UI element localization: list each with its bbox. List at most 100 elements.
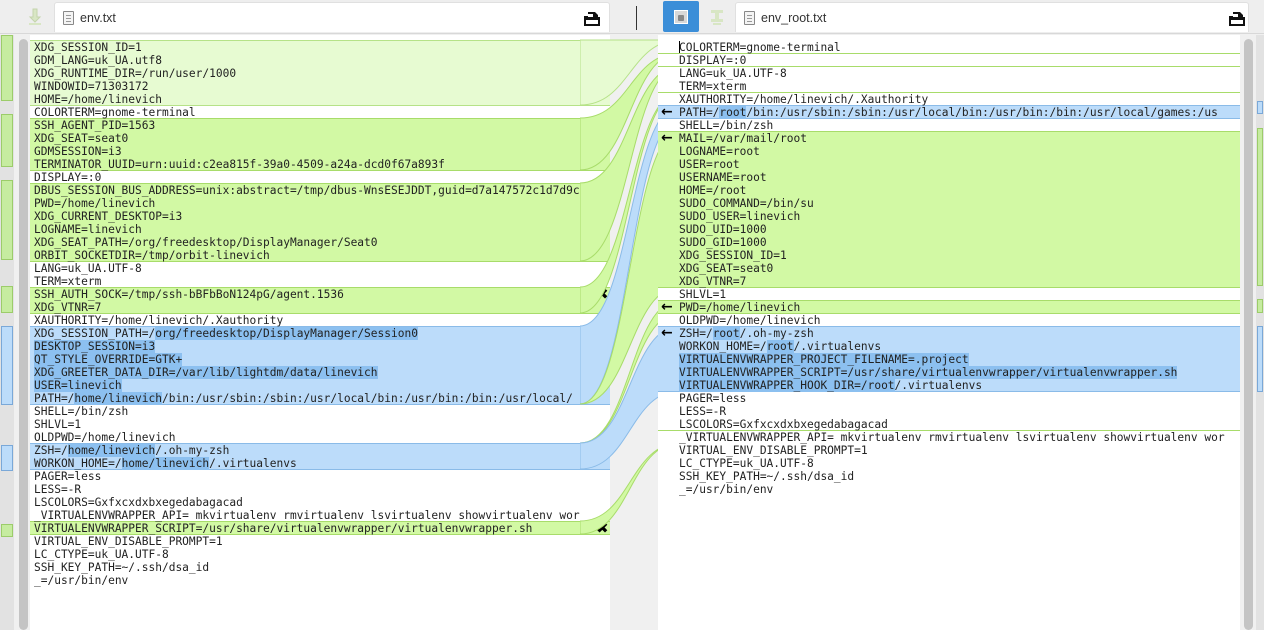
copy-left-arrow-icon[interactable]: ← (661, 299, 673, 315)
left-line[interactable]: DBUS_SESSION_BUS_ADDRESS=unix:abstract=/… (34, 184, 580, 197)
right-line[interactable]: PAGER=less (679, 392, 747, 405)
right-line[interactable]: SHELL=/bin/zsh (679, 119, 774, 132)
right-line[interactable]: COLORTERM=gnome-terminal (679, 41, 841, 54)
left-line[interactable]: LOGNAME=linevich (34, 223, 142, 236)
right-line[interactable]: WORKON_HOME=/root/.virtualenvs (679, 340, 882, 353)
left-line[interactable]: _=/usr/bin/env (34, 574, 129, 587)
left-line[interactable]: XDG_SEAT_PATH=/org/freedesktop/DisplayMa… (34, 236, 378, 249)
left-line[interactable]: PAGER=less (34, 470, 102, 483)
save-right-icon[interactable] (1228, 11, 1246, 27)
right-line[interactable]: _VIRTUALENVWRAPPER_API= mkvirtualenv rmv… (679, 431, 1225, 444)
right-line[interactable]: SUDO_UID=1000 (679, 223, 767, 236)
left-diff-chunk[interactable] (30, 118, 610, 171)
left-line[interactable]: XDG_SESSION_ID=1 (34, 41, 142, 54)
left-diff-chunk[interactable] (30, 183, 610, 262)
right-line[interactable]: VIRTUAL_ENV_DISABLE_PROMPT=1 (679, 444, 868, 457)
left-line[interactable]: SSH_KEY_PATH=~/.ssh/dsa_id (34, 561, 210, 574)
right-line[interactable]: HOME=/root (679, 184, 747, 197)
copy-left-arrow-icon[interactable]: ← (661, 130, 673, 146)
right-line[interactable]: USER=root (679, 158, 740, 171)
overview-chunk-marker[interactable] (1257, 325, 1263, 392)
right-line[interactable]: VIRTUALENVWRAPPER_HOOK_DIR=/root/.virtua… (679, 379, 983, 392)
left-line[interactable]: GDM_LANG=uk_UA.utf8 (34, 54, 162, 67)
left-line[interactable]: XAUTHORITY=/home/linevich/.Xauthority (34, 314, 284, 327)
left-line[interactable]: OLDPWD=/home/linevich (34, 431, 176, 444)
sync-button[interactable] (702, 3, 732, 31)
left-line[interactable]: QT_STYLE_OVERRIDE=GTK+ (34, 353, 610, 366)
left-line[interactable]: SHLVL=1 (34, 418, 82, 431)
left-line[interactable]: GDMSESSION=i3 (34, 145, 122, 158)
overview-chunk-marker[interactable] (1, 444, 13, 472)
right-diff-chunk[interactable] (658, 131, 1240, 288)
save-left-icon[interactable] (583, 11, 601, 27)
left-line[interactable]: VIRTUAL_ENV_DISABLE_PROMPT=1 (34, 535, 223, 548)
right-line[interactable]: _=/usr/bin/env (679, 483, 774, 496)
left-line[interactable]: DESKTOP_SESSION=i3 (34, 340, 610, 353)
right-line[interactable]: LC_CTYPE=uk_UA.UTF-8 (679, 457, 814, 470)
overview-chunk-marker[interactable] (1, 286, 13, 313)
left-line[interactable]: XDG_SESSION_PATH=/org/freedesktop/Displa… (34, 327, 418, 340)
right-line[interactable]: XAUTHORITY=/home/linevich/.Xauthority (679, 93, 929, 106)
lock-scroll-button[interactable] (663, 1, 699, 32)
overview-chunk-marker[interactable] (1, 180, 13, 260)
overview-chunk-marker[interactable] (1, 114, 13, 168)
left-line[interactable]: LC_CTYPE=uk_UA.UTF-8 (34, 548, 169, 561)
right-line[interactable]: LANG=uk_UA.UTF-8 (679, 67, 787, 80)
left-line[interactable]: LANG=uk_UA.UTF-8 (34, 262, 142, 275)
right-diff-chunk[interactable] (658, 105, 1240, 119)
left-diff-chunk[interactable] (30, 40, 610, 106)
left-line[interactable]: LSCOLORS=Gxfxcxdxbxegedabagacad (34, 496, 243, 509)
right-line[interactable]: OLDPWD=/home/linevich (679, 314, 821, 327)
left-line[interactable]: _VIRTUALENVWRAPPER_API= mkvirtualenv rmv… (34, 509, 580, 522)
right-line[interactable]: VIRTUALENVWRAPPER_SCRIPT=/usr/share/virt… (679, 366, 1240, 379)
right-file-tab[interactable]: env_root.txt (735, 2, 1249, 32)
right-line[interactable]: SUDO_COMMAND=/bin/su (679, 197, 814, 210)
right-overview-map[interactable] (1256, 35, 1264, 630)
right-line[interactable]: TERM=xterm (679, 80, 747, 93)
right-line[interactable]: SUDO_GID=1000 (679, 236, 767, 249)
overview-chunk-marker[interactable] (1, 35, 13, 102)
left-line[interactable]: USER=linevich (34, 379, 610, 392)
right-line[interactable]: XDG_VTNR=7 (679, 275, 747, 288)
right-line[interactable]: PATH=/root/bin:/usr/sbin:/sbin:/usr/loca… (679, 106, 1218, 119)
left-line[interactable]: VIRTUALENVWRAPPER_SCRIPT=/usr/share/virt… (34, 522, 533, 535)
left-line[interactable]: PWD=/home/linevich (34, 197, 156, 210)
right-line[interactable]: USERNAME=root (679, 171, 767, 184)
left-line[interactable]: TERMINATOR_UUID=urn:uuid:c2ea815f-39a0-4… (34, 158, 445, 171)
left-line[interactable]: COLORTERM=gnome-terminal (34, 106, 196, 119)
copy-left-arrow-icon[interactable]: ← (661, 104, 673, 120)
left-scrollbar-thumb[interactable] (19, 39, 28, 630)
right-line[interactable]: SSH_KEY_PATH=~/.ssh/dsa_id (679, 470, 855, 483)
left-line[interactable]: XDG_RUNTIME_DIR=/run/user/1000 (34, 67, 237, 80)
left-line[interactable]: SSH_AUTH_SOCK=/tmp/ssh-bBFbBoN124pG/agen… (34, 288, 344, 301)
left-line[interactable]: XDG_CURRENT_DESKTOP=i3 (34, 210, 183, 223)
left-editor-pane[interactable]: ✖✖✖✖✖✖✖XDG_SESSION_ID=1GDM_LANG=uk_UA.ut… (30, 35, 610, 630)
left-line[interactable]: ZSH=/home/linevich/.oh-my-zsh (34, 444, 230, 457)
right-line[interactable]: SHLVL=1 (679, 288, 727, 301)
overview-chunk-marker[interactable] (1257, 299, 1263, 313)
right-line[interactable]: MAIL=/var/mail/root (679, 132, 807, 145)
left-line[interactable]: LESS=-R (34, 483, 82, 496)
right-line[interactable]: XDG_SESSION_ID=1 (679, 249, 787, 262)
overview-chunk-marker[interactable] (1257, 127, 1263, 287)
right-diff-chunk[interactable] (658, 300, 1240, 314)
right-scrollbar-thumb[interactable] (1244, 39, 1253, 630)
copy-left-arrow-icon[interactable]: ← (661, 325, 673, 341)
left-line[interactable]: ORBIT_SOCKETDIR=/tmp/orbit-linevich (34, 249, 270, 262)
merge-all-button[interactable] (20, 3, 50, 31)
left-line[interactable]: SSH_AGENT_PID=1563 (34, 119, 156, 132)
left-diff-chunk[interactable] (30, 521, 610, 535)
left-line[interactable]: XDG_VTNR=7 (34, 301, 102, 314)
overview-chunk-marker[interactable] (1257, 101, 1263, 115)
right-line[interactable]: VIRTUALENVWRAPPER_PROJECT_FILENAME=.proj… (679, 353, 1240, 366)
right-line[interactable]: LOGNAME=root (679, 145, 760, 158)
left-line[interactable]: PATH=/home/linevich/bin:/usr/sbin:/sbin:… (34, 392, 573, 405)
left-line[interactable]: WORKON_HOME=/home/linevich/.virtualenvs (34, 457, 297, 470)
overview-chunk-marker[interactable] (1, 325, 13, 406)
left-scrollbar[interactable] (19, 35, 28, 630)
left-line[interactable]: HOME=/home/linevich (34, 93, 162, 106)
left-line[interactable]: XDG_GREETER_DATA_DIR=/var/lib/lightdm/da… (34, 366, 610, 379)
right-line[interactable]: ZSH=/root/.oh-my-zsh (679, 327, 814, 340)
left-diff-chunk[interactable] (30, 287, 610, 314)
